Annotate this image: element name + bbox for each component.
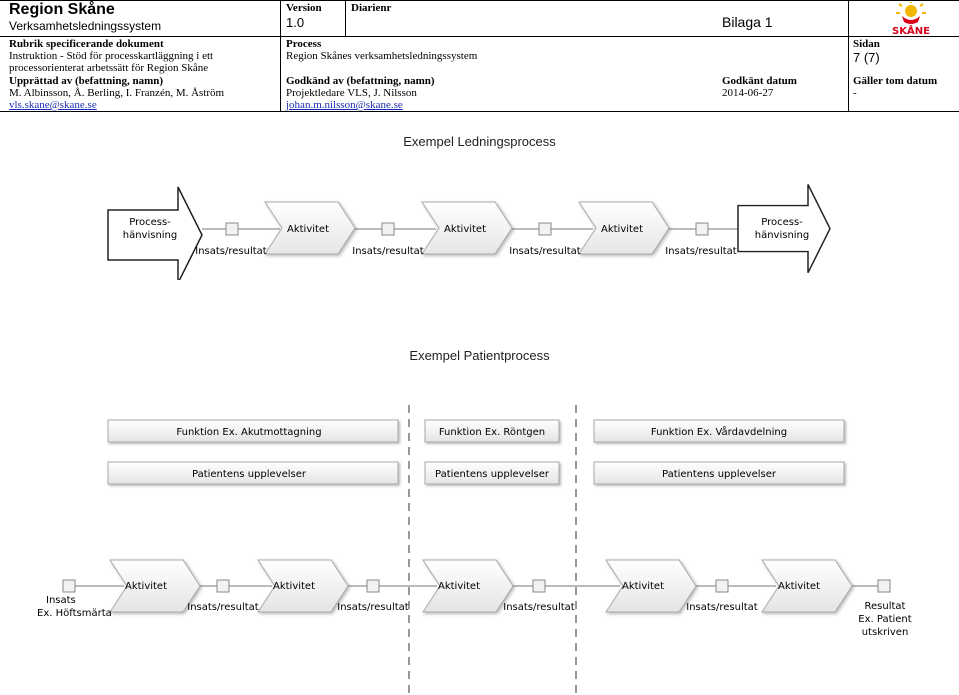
approved-by-label: Godkänd av (befattning, namn) xyxy=(286,75,435,87)
diagram1-io-boxes xyxy=(225,222,709,236)
input-label-line2: Ex. Höftsmärta xyxy=(37,608,112,619)
logo-sun-icon xyxy=(905,5,917,17)
activity-label: Aktivitet xyxy=(125,581,167,592)
experience-label: Patientens upplevelser xyxy=(192,469,307,480)
diarienr-label: Diarienr xyxy=(351,2,392,14)
org-title: Region Skåne xyxy=(9,1,115,18)
attachment-label: Bilaga 1 xyxy=(722,14,773,30)
io-box xyxy=(216,579,230,593)
diagram2-io-boxes xyxy=(62,579,891,593)
activity-chevron xyxy=(422,559,514,613)
input-label-line1: Insats xyxy=(46,595,76,606)
function-label: Funktion Ex. Akutmottagning xyxy=(176,427,321,438)
diagram2-title: Exempel Patientprocess xyxy=(409,348,550,363)
process-ref-left-line1: Process- xyxy=(129,217,171,228)
function-bar-rontgen xyxy=(424,419,560,443)
valid-until-label: Gäller tom datum xyxy=(853,75,938,87)
header-bottom-border xyxy=(0,111,959,112)
version-label: Version xyxy=(286,2,322,14)
activity-chevron xyxy=(257,559,349,613)
io-label: Insats/resultat xyxy=(503,602,575,613)
process-ref-left-line2: hänvisning xyxy=(123,230,178,241)
process-ref-left-arrow xyxy=(107,186,203,280)
diagram1-title: Exempel Ledningsprocess xyxy=(403,134,556,149)
process-value: Region Skånes verksamhetsledningssystem xyxy=(286,50,478,62)
activity-chevron xyxy=(578,201,670,255)
function-bar-akut xyxy=(107,419,399,443)
activity-chevron xyxy=(109,559,201,613)
activity-chevron xyxy=(264,201,356,255)
process-ref-right-arrow xyxy=(737,184,831,274)
header-col-divider-2 xyxy=(345,0,346,36)
experience-label: Patientens upplevelser xyxy=(662,469,777,480)
activity-label: Aktivitet xyxy=(444,224,486,235)
result-label-line3: utskriven xyxy=(862,627,909,638)
activity-label: Aktivitet xyxy=(287,224,329,235)
activity-label: Aktivitet xyxy=(622,581,664,592)
io-box xyxy=(532,579,546,593)
version-value: 1.0 xyxy=(286,15,305,30)
io-label: Insats/resultat xyxy=(337,602,409,613)
io-label: Insats/resultat xyxy=(665,246,737,257)
page-value: 7 (7) xyxy=(853,50,880,65)
io-box xyxy=(715,579,729,593)
created-by-names: M. Albinsson, Å. Berling, I. Franzén, M.… xyxy=(9,87,225,99)
logo-rays xyxy=(896,2,926,14)
process-ref-right-line1: Process- xyxy=(761,217,803,228)
result-label-line2: Ex. Patient xyxy=(858,614,911,625)
valid-until-value: - xyxy=(853,87,857,99)
diagram2-patientprocess: Funktion Ex. Akutmottagning Funktion Ex.… xyxy=(37,405,912,695)
io-box xyxy=(225,222,239,236)
header-row-divider xyxy=(0,36,959,37)
header-top-border xyxy=(0,0,959,1)
approved-date-label: Godkänt datum xyxy=(722,75,797,87)
io-label: Insats/resultat xyxy=(686,602,758,613)
activity-chevron xyxy=(761,559,853,613)
created-by-email-link[interactable]: vls.skane@skane.se xyxy=(9,99,97,111)
process-ref-right-line2: hänvisning xyxy=(755,230,810,241)
doc-type-label: Rubrik specificerande dokument xyxy=(9,38,164,50)
logo-text: SKÅNE xyxy=(892,24,930,36)
io-box xyxy=(877,579,891,593)
logo-griffin-icon xyxy=(902,16,920,24)
io-box xyxy=(366,579,380,593)
function-bar-vardavdelning xyxy=(593,419,845,443)
io-label: Insats/resultat xyxy=(187,602,259,613)
activity-label: Aktivitet xyxy=(601,224,643,235)
header-col-divider-1 xyxy=(280,0,281,111)
approved-date-value: 2014-06-27 xyxy=(722,87,774,99)
activity-label: Aktivitet xyxy=(273,581,315,592)
process-label: Process xyxy=(286,38,322,50)
approved-by-name: Projektledare VLS, J. Nilsson xyxy=(286,87,417,99)
page-label: Sidan xyxy=(853,38,880,50)
experience-label: Patientens upplevelser xyxy=(435,469,550,480)
io-label: Insats/resultat xyxy=(509,246,581,257)
function-label: Funktion Ex. Vårdavdelning xyxy=(651,425,787,438)
activity-label: Aktivitet xyxy=(438,581,480,592)
io-box xyxy=(695,222,709,236)
function-label: Funktion Ex. Röntgen xyxy=(439,427,545,438)
experience-bar xyxy=(424,461,560,485)
experience-bar xyxy=(107,461,399,485)
io-label: Insats/resultat xyxy=(352,246,424,257)
org-subtitle: Verksamhetsledningssystem xyxy=(9,19,162,33)
activity-label: Aktivitet xyxy=(778,581,820,592)
activity-chevron xyxy=(605,559,697,613)
experience-bar xyxy=(593,461,845,485)
io-box xyxy=(62,579,76,593)
doc-title-line-1: Instruktion - Stöd för processkartläggni… xyxy=(9,50,214,62)
created-by-label: Upprättad av (befattning, namn) xyxy=(9,75,164,87)
swimlane-dividers xyxy=(408,405,577,695)
doc-title-line-2: processorienterat arbetssätt för Region … xyxy=(9,62,209,74)
approved-by-email-link[interactable]: johan.m.nilsson@skane.se xyxy=(286,99,403,111)
result-label-line1: Resultat xyxy=(865,601,906,612)
io-box xyxy=(538,222,552,236)
io-label: Insats/resultat xyxy=(195,246,267,257)
header-col-divider-3 xyxy=(848,0,849,111)
activity-chevron xyxy=(421,201,513,255)
io-box xyxy=(381,222,395,236)
region-skane-logo: SKÅNE xyxy=(892,2,930,36)
diagram1-ledningsprocess: Process- hänvisning Aktivitet Aktivitet … xyxy=(107,184,831,280)
